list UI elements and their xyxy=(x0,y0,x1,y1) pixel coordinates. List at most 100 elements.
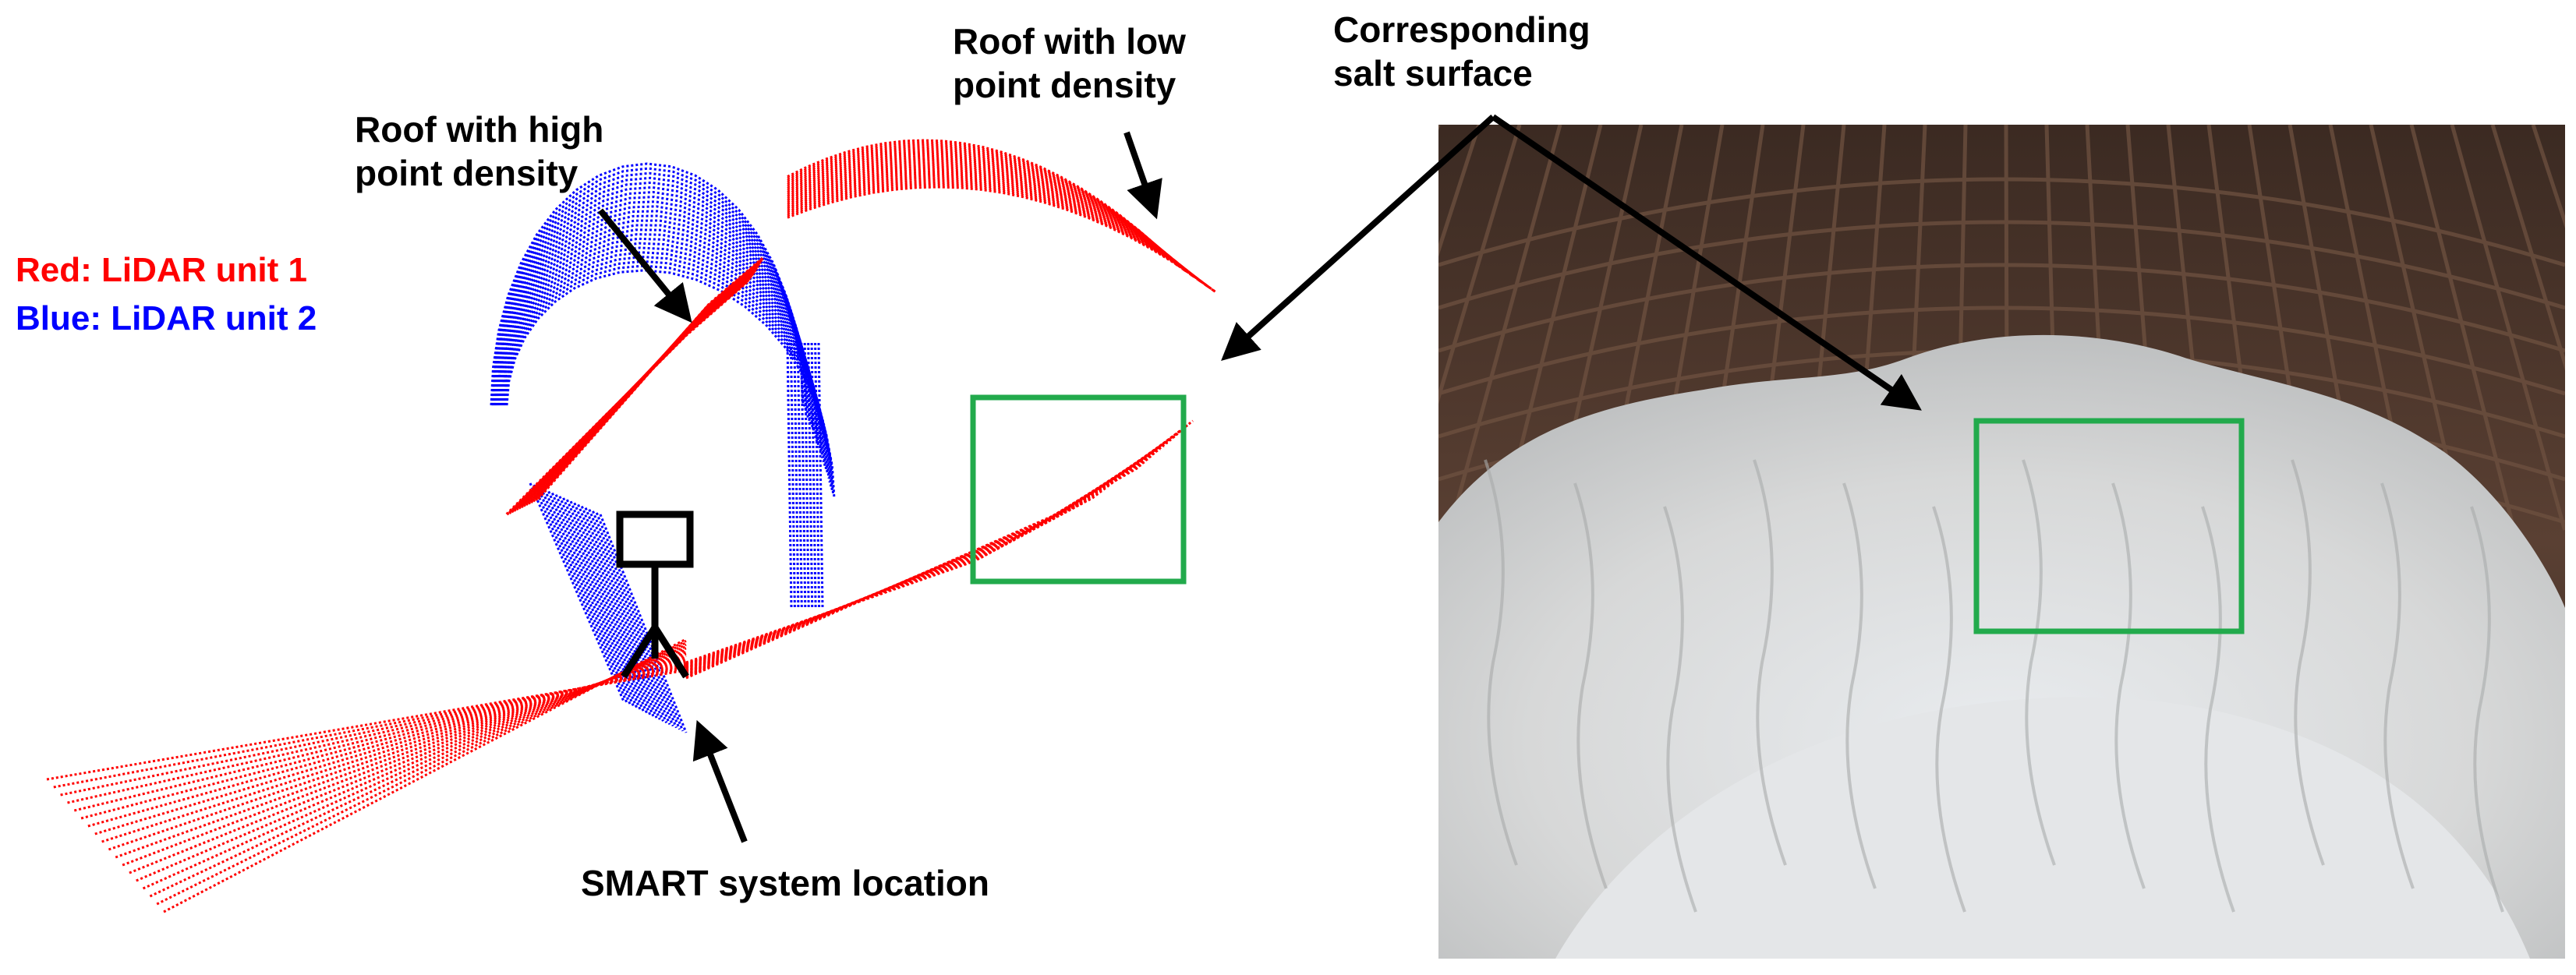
scan-line xyxy=(497,224,824,458)
scan-line xyxy=(787,161,1197,280)
scan-line xyxy=(685,447,1161,670)
scan-line xyxy=(543,489,639,708)
scan-line xyxy=(787,157,1193,277)
label-system-location: SMART system location xyxy=(581,863,989,903)
label-roof-high-density: Roof with high point density xyxy=(355,109,604,193)
scan-line xyxy=(796,342,803,609)
scan-line xyxy=(554,494,648,714)
tripod-icon xyxy=(616,510,694,679)
scan-line xyxy=(498,233,826,467)
scan-line xyxy=(533,484,628,704)
scan-line xyxy=(787,185,1217,294)
salt-ridge xyxy=(1573,482,1608,889)
plank-line xyxy=(2409,125,2516,531)
scan-line xyxy=(504,260,833,491)
scan-line xyxy=(156,640,687,906)
scan-line xyxy=(501,246,830,479)
salt-texture xyxy=(1484,459,2504,913)
scan-line xyxy=(494,205,819,443)
scan-line xyxy=(810,342,817,609)
scan-line xyxy=(540,487,635,707)
scan-line xyxy=(787,183,1215,292)
scan-line xyxy=(787,150,1187,273)
salt-dome-photo xyxy=(1438,125,2565,959)
scan-line xyxy=(149,641,687,898)
scan-line xyxy=(129,647,687,874)
scan-line xyxy=(529,482,625,702)
label-corresponding-surface: Corresponding salt surface xyxy=(1333,9,1591,94)
legend-unit-2: Blue: LiDAR unit 2 xyxy=(16,299,317,337)
scan-line xyxy=(562,497,655,717)
scan-line xyxy=(787,175,1208,288)
label-roof-low-density: Roof with low point density xyxy=(953,21,1186,105)
scan-line xyxy=(87,658,687,828)
scan-line xyxy=(536,486,632,705)
scan-line xyxy=(817,342,824,609)
scan-line xyxy=(569,500,661,720)
scan-line xyxy=(493,190,814,430)
scan-line xyxy=(685,460,1147,666)
scan-line xyxy=(595,512,685,732)
salt-ridge xyxy=(2201,506,2235,913)
plank-line xyxy=(2450,125,2565,531)
scan-line xyxy=(787,178,1212,290)
scan-line xyxy=(573,502,664,722)
scan-line xyxy=(787,139,1179,267)
scan-line xyxy=(496,219,823,454)
scan-line xyxy=(108,652,687,851)
scan-line xyxy=(46,669,687,781)
lidar-point-cloud xyxy=(46,139,1217,913)
scan-line xyxy=(786,342,793,609)
scan-line xyxy=(566,499,658,719)
scan-line xyxy=(491,176,809,418)
scan-line xyxy=(685,466,1139,664)
lidar-unit-2-points xyxy=(490,162,836,733)
scan-line xyxy=(789,342,796,609)
scan-line xyxy=(588,509,678,729)
scan-line xyxy=(685,454,1154,668)
scan-line xyxy=(807,342,814,609)
scan-line xyxy=(787,165,1201,282)
scan-line xyxy=(787,152,1190,274)
scan-line xyxy=(803,342,810,609)
scan-line xyxy=(685,435,1176,674)
scan-line xyxy=(584,507,674,727)
scan-line xyxy=(577,503,668,723)
scan-line xyxy=(534,257,764,501)
plank-line xyxy=(2490,125,2565,371)
scan-line xyxy=(685,463,1143,665)
scan-line xyxy=(787,147,1186,272)
scan-line xyxy=(685,450,1158,669)
scan-line xyxy=(814,342,821,609)
photo-highlight-box xyxy=(1973,418,2245,634)
scan-line xyxy=(787,146,1184,270)
scan-line xyxy=(787,163,1199,281)
salt-ridge xyxy=(2470,506,2504,913)
scan-line xyxy=(592,510,681,730)
scan-line xyxy=(491,181,811,422)
scan-line xyxy=(599,514,688,733)
scan-line xyxy=(490,171,808,414)
salt-ridge xyxy=(1932,506,1966,913)
salt-ridge xyxy=(1663,506,1697,913)
salt-ridge xyxy=(1753,459,1787,866)
salt-ridge xyxy=(2022,459,2056,866)
salt-ridge xyxy=(2380,482,2415,889)
scan-line xyxy=(793,342,800,609)
salt-ridge xyxy=(2111,482,2146,889)
scan-line xyxy=(493,196,816,434)
scan-line xyxy=(800,342,807,609)
plank-line xyxy=(2531,125,2565,229)
scan-line xyxy=(787,143,1182,270)
scan-line xyxy=(685,457,1150,667)
salt-ridge xyxy=(2291,459,2325,866)
scan-line xyxy=(787,154,1191,276)
scan-line xyxy=(60,665,687,797)
lidar-unit-1-points xyxy=(46,139,1217,913)
salt-ridge xyxy=(1842,482,1877,889)
legend-unit-1: Red: LiDAR unit 1 xyxy=(16,251,307,289)
lidar-highlight-box xyxy=(970,394,1187,585)
scan-line xyxy=(580,505,671,726)
scan-line xyxy=(490,162,805,406)
scan-line xyxy=(787,181,1214,291)
